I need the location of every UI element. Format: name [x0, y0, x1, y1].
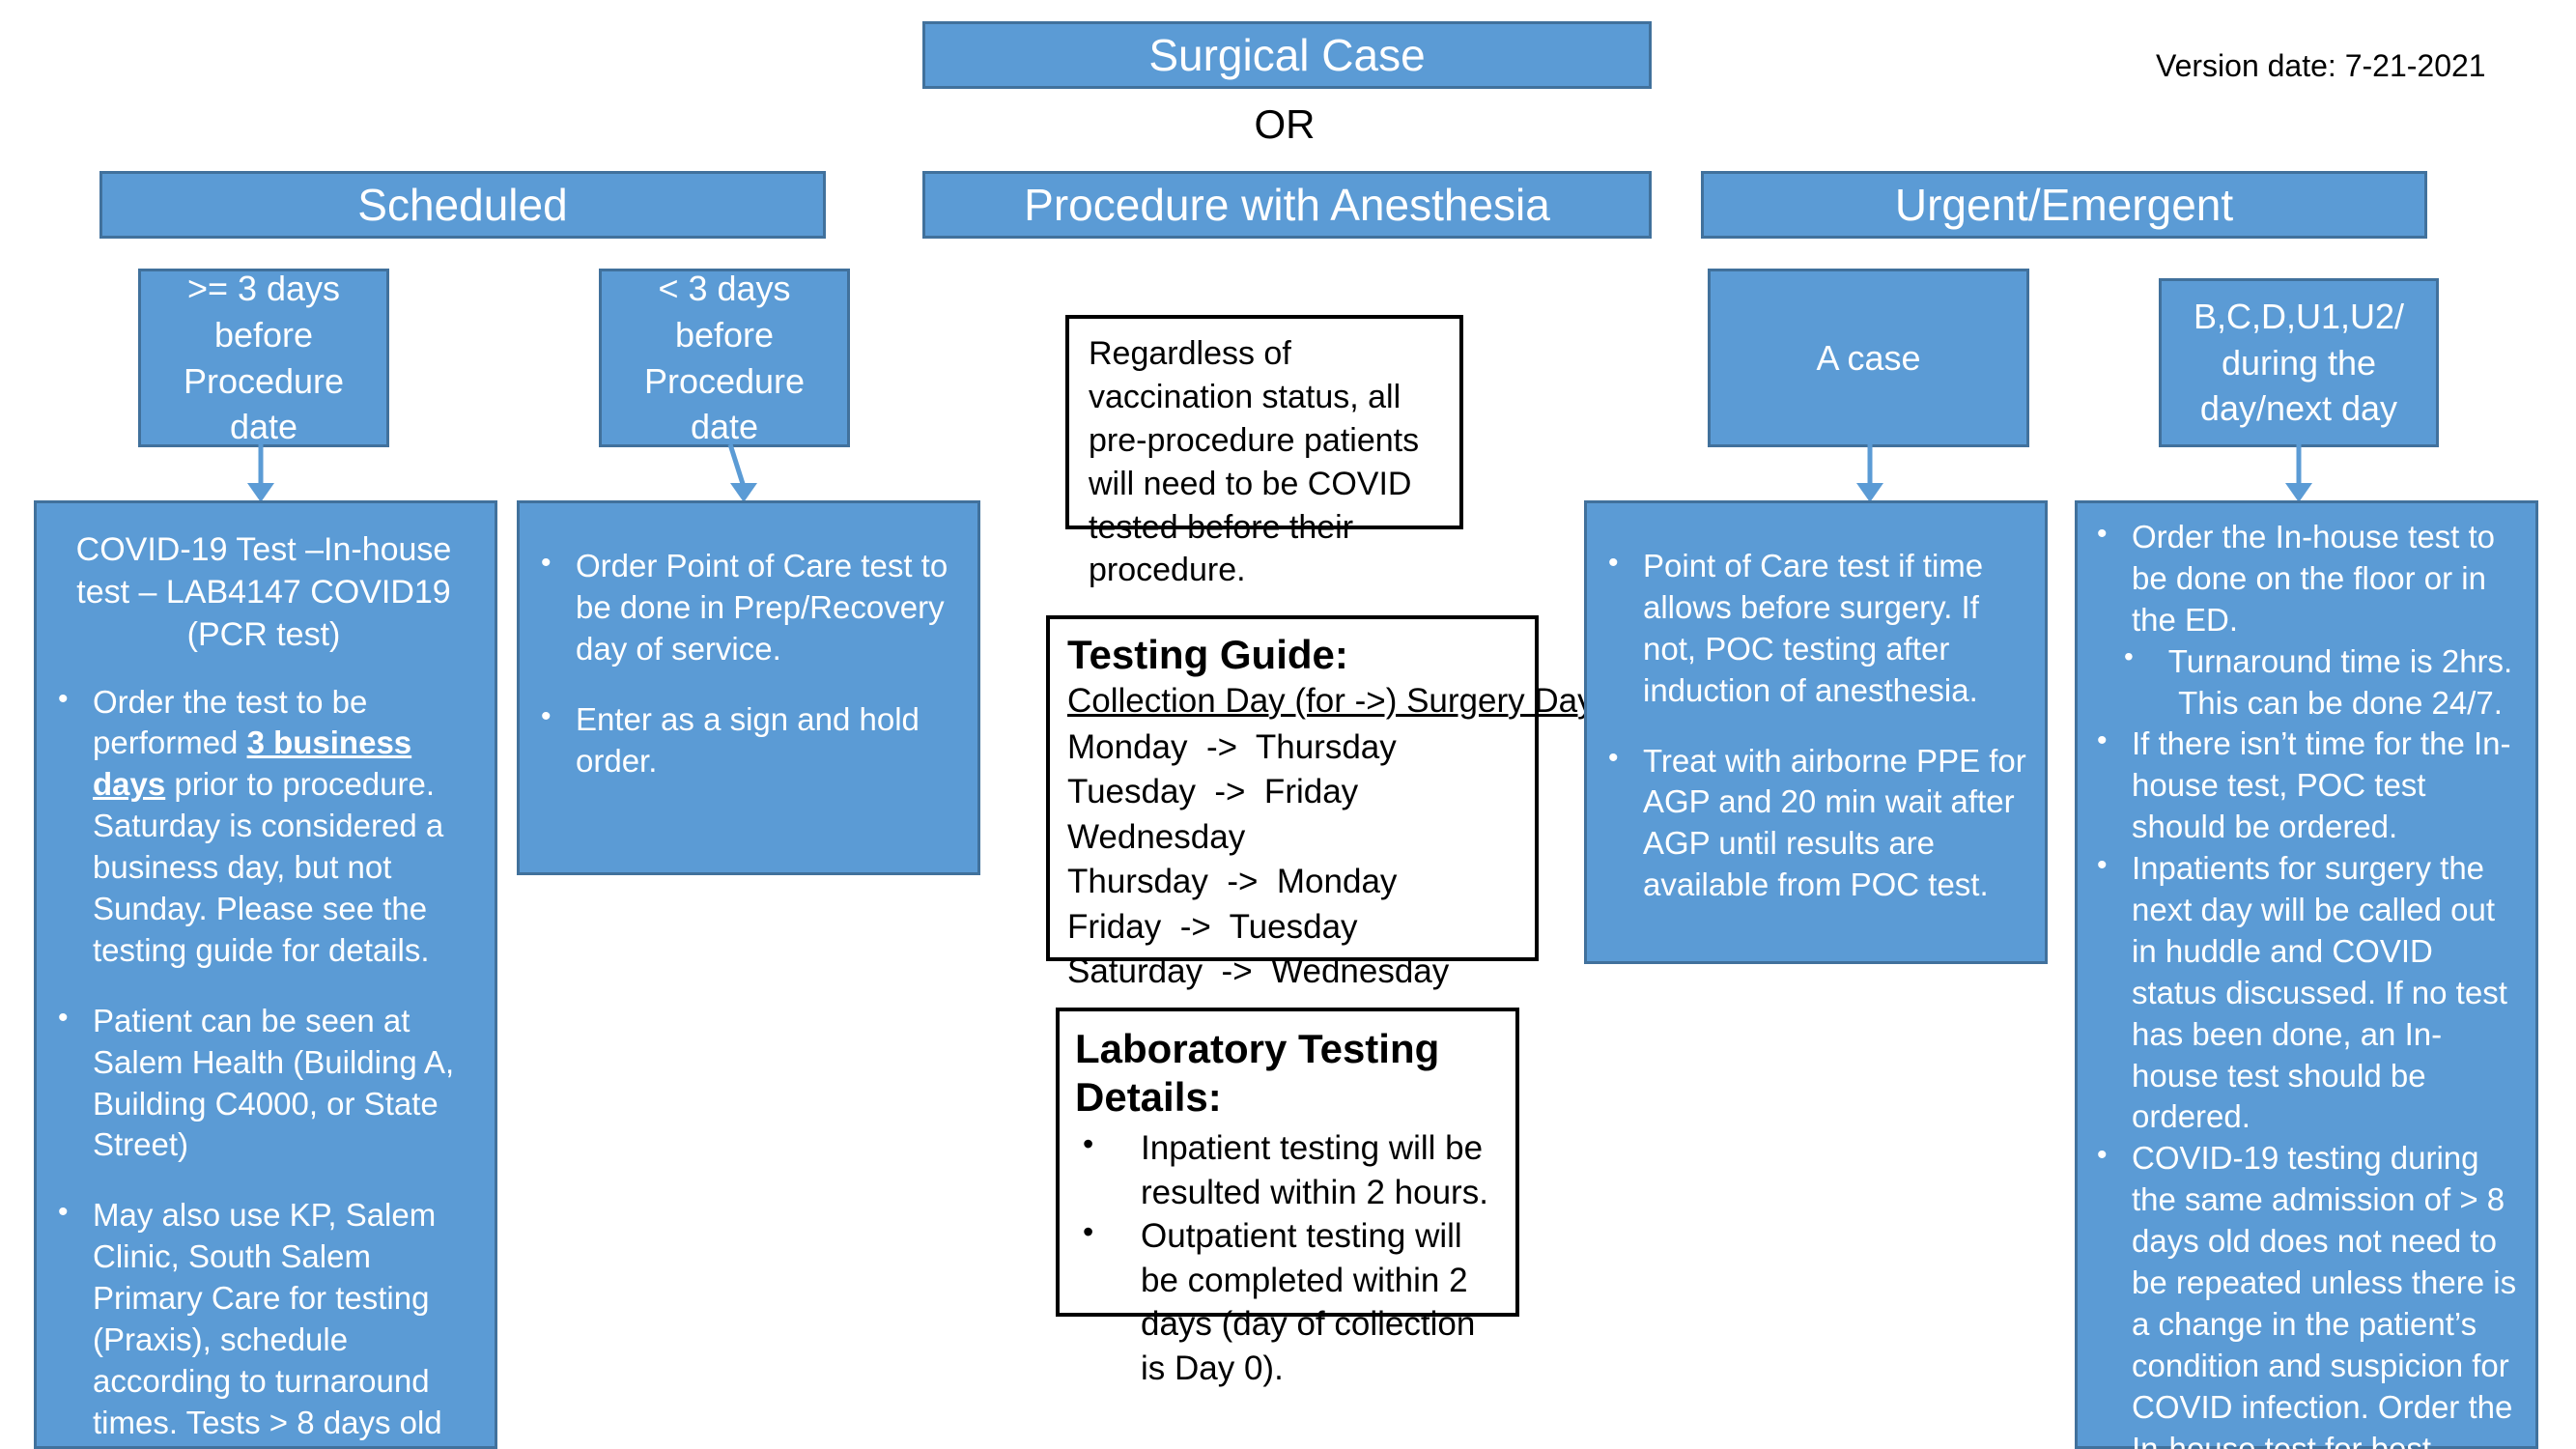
testing-guide-title: Testing Guide: — [1067, 632, 1348, 677]
panel-testing-guide: Testing Guide: Collection Day (for ->) S… — [1046, 615, 1595, 990]
list-item: Patient can be seen at Salem Health (Bui… — [50, 999, 477, 1167]
panel-urgent-in-house-sub-list: Turnaround time is 2hrs. This can be don… — [2089, 639, 2520, 724]
arrow-acase-to-left-box — [1856, 444, 1883, 502]
testing-guide-row: Monday -> Thursday — [1067, 727, 1397, 766]
node-urgent-emergent-header-label: Urgent/Emergent — [1894, 179, 2234, 230]
panel-lab-testing-details: Laboratory Testing Details: Inpatient te… — [1056, 1008, 1519, 1387]
panel-scheduled-in-house-test[interactable]: COVID-19 Test –In-house test – LAB4147 C… — [34, 500, 497, 1449]
panel-urgent-poc[interactable]: Point of Care test if time allows before… — [1584, 500, 2048, 964]
testing-guide-row: Saturday -> Wednesday — [1067, 952, 1450, 991]
testing-guide-row: Wednesday — [1067, 817, 1246, 856]
list-item: COVID-19 testing during the same admissi… — [2089, 1136, 2520, 1449]
bullet-text: Point of Care test if time allows before… — [1643, 548, 1984, 708]
list-item: Inpatient testing will be resulted withi… — [1075, 1124, 1502, 1214]
list-item: Treat with airborne PPE for AGP and 20 m… — [1600, 739, 2027, 907]
node-a-case[interactable]: A case — [1708, 269, 2029, 447]
testing-guide-row: Tuesday -> Friday — [1067, 773, 1359, 811]
node-lt-3-days-label: < 3 days before Procedure date — [643, 269, 806, 447]
panel-urgent-in-house[interactable]: Order the In-house test to be done on th… — [2075, 500, 2538, 1449]
bullet-text-emphasis: 3 business days — [93, 724, 412, 803]
bullet-text: Outpatient testing will be completed wit… — [1141, 1217, 1476, 1387]
bullet-text: If there isn’t time for the In-house tes… — [2132, 725, 2511, 845]
testing-guide-row: Thursday -> Monday — [1067, 863, 1398, 901]
panel-vaccination-note: Regardless of vaccination status, all pr… — [1065, 315, 1463, 588]
list-item: Outpatient testing will be completed wit… — [1075, 1212, 1502, 1390]
list-item: Point of Care test if time allows before… — [1600, 544, 2027, 712]
bullet-text-post: prior to procedure. Saturday is consider… — [93, 766, 444, 968]
list-item: Enter as a sign and hold order. — [533, 697, 960, 782]
bullet-text: May also use KP, Salem Clinic, South Sal… — [93, 1197, 442, 1449]
node-procedure-with-anesthesia-label: Procedure with Anesthesia — [1024, 179, 1550, 230]
bullet-text: Enter as a sign and hold order. — [576, 700, 920, 779]
list-item: Order Point of Care test to be done in P… — [533, 544, 960, 670]
node-surgical-case-label: Surgical Case — [1148, 29, 1426, 80]
vaccination-note-text: Regardless of vaccination status, all pr… — [1089, 335, 1420, 589]
panel-scheduled-point-of-care[interactable]: Order Point of Care test to be done in P… — [517, 500, 980, 875]
panel-urgent-in-house-bullet-list: Order the In-house test to be done on th… — [2089, 515, 2520, 641]
panel-urgent-poc-bullet-list: Point of Care test if time allows before… — [1600, 544, 2027, 907]
testing-guide-subtitle: Collection Day (for ->) Surgery Day — [1067, 681, 1595, 720]
bullet-text: COVID-19 testing during the same admissi… — [2132, 1140, 2517, 1449]
bullet-text: Treat with airborne PPE for AGP and 20 m… — [1643, 742, 2026, 903]
bullet-text: Order Point of Care test to be done in P… — [576, 548, 948, 667]
sub-bullet-text: Turnaround time is 2hrs. This can be don… — [2167, 642, 2513, 721]
list-item: Order the In-house test to be done on th… — [2089, 515, 2520, 641]
lab-details-bullet-list: Inpatient testing will be resulted withi… — [1075, 1124, 1502, 1390]
node-scheduled-header[interactable]: Scheduled — [99, 171, 826, 239]
lab-details-title: Laboratory Testing Details: — [1075, 1026, 1440, 1120]
list-item: Inpatients for surgery the next day will… — [2089, 846, 2520, 1138]
arrow-ge3-to-left-box — [247, 444, 274, 502]
node-ge-3-days-label: >= 3 days before Procedure date — [183, 269, 345, 447]
node-surgical-case[interactable]: Surgical Case — [922, 21, 1652, 89]
bullet-text: Inpatient testing will be resulted withi… — [1141, 1129, 1488, 1211]
panel-poc-bullet-list: Order Point of Care test to be done in P… — [533, 544, 960, 782]
panel-scheduled-bullet-list: Order the test to be performed 3 busines… — [50, 680, 477, 1449]
bullet-text-pre: Order the test to be performed — [93, 683, 368, 761]
list-item: Order the test to be performed 3 busines… — [50, 680, 477, 972]
node-procedure-with-anesthesia[interactable]: Procedure with Anesthesia — [922, 171, 1652, 239]
node-bcd-u1-u2-label: B,C,D,U1,U2/ during the day/next day — [2193, 297, 2405, 429]
bullet-text: Inpatients for surgery the next day will… — [2132, 850, 2507, 1135]
panel-urgent-in-house-bullet-list-2: If there isn’t time for the In-house tes… — [2089, 722, 2520, 1449]
bullet-text: Order the In-house test to be done on th… — [2132, 519, 2496, 638]
node-bcd-u1-u2[interactable]: B,C,D,U1,U2/ during the day/next day — [2159, 278, 2439, 447]
or-connector-label: OR — [1254, 101, 1316, 147]
node-urgent-emergent-header[interactable]: Urgent/Emergent — [1701, 171, 2427, 239]
testing-guide-row: Friday -> Tuesday — [1067, 907, 1358, 946]
list-item: May also use KP, Salem Clinic, South Sal… — [50, 1193, 477, 1449]
bullet-text: Patient can be seen at Salem Health (Bui… — [93, 1002, 455, 1163]
panel-scheduled-title-text: COVID-19 Test –In-house test – LAB4147 C… — [75, 531, 452, 654]
arrow-bcd-to-right-box — [2285, 444, 2312, 502]
node-scheduled-header-label: Scheduled — [357, 179, 568, 230]
list-item: If there isn’t time for the In-house tes… — [2089, 722, 2520, 848]
node-a-case-label: A case — [1816, 337, 1921, 378]
node-ge-3-days[interactable]: >= 3 days before Procedure date — [138, 269, 389, 447]
node-lt-3-days[interactable]: < 3 days before Procedure date — [599, 269, 850, 447]
panel-scheduled-title: COVID-19 Test –In-house test – LAB4147 C… — [50, 528, 477, 657]
version-date-label: Version date: 7-21-2021 — [2156, 48, 2486, 83]
list-item-sub: Turnaround time is 2hrs. This can be don… — [2089, 639, 2520, 724]
arrow-lt3-to-right-box — [727, 444, 757, 502]
